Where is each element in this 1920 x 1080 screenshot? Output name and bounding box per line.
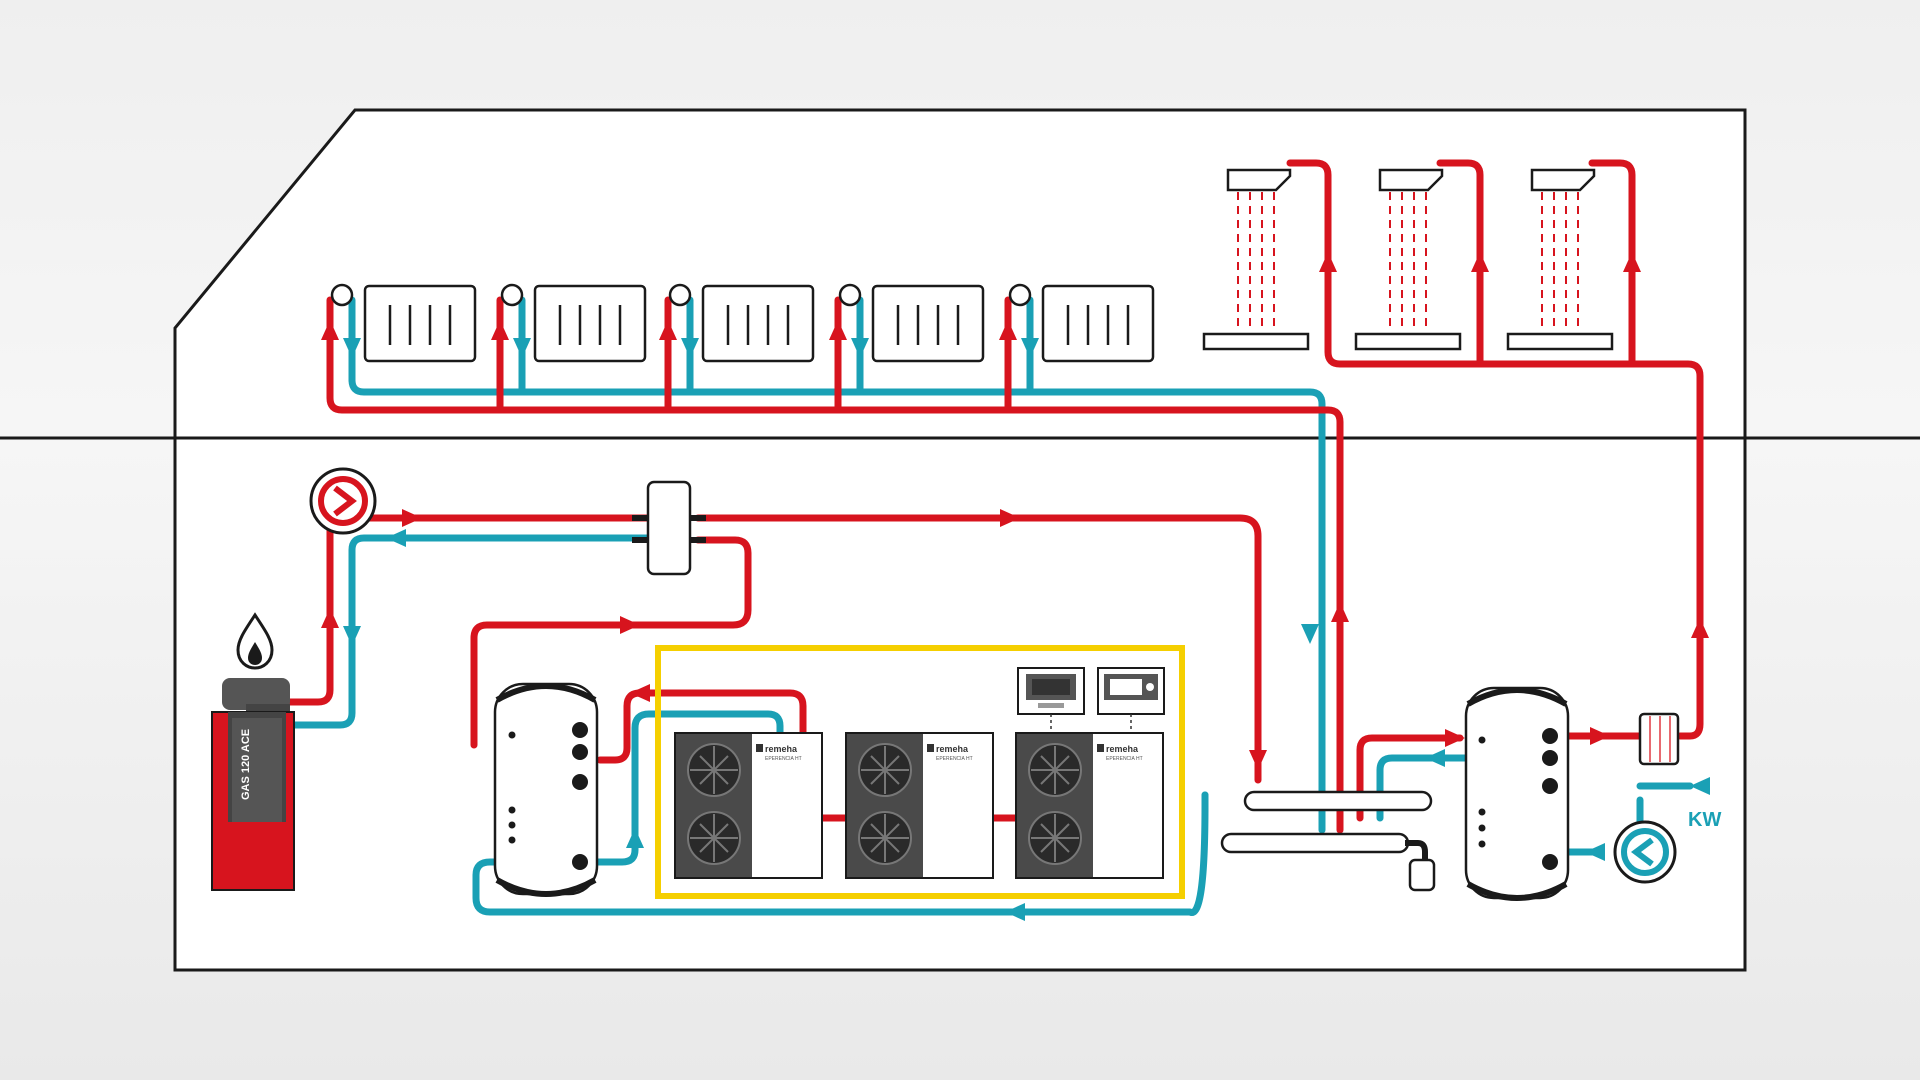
showers: [1202, 168, 1614, 351]
circulation-pump: [309, 467, 377, 535]
cold-water-label: KW: [1688, 809, 1721, 831]
heat-pump-units: remeha EPERENCIA HT remeha EPERENCIA HT …: [674, 732, 1164, 879]
plate-heat-exchanger: [1638, 712, 1680, 766]
dhw-tank: [1464, 686, 1570, 901]
hydraulic-separator: [632, 480, 706, 576]
flame-icon: [236, 612, 274, 670]
shower: [1354, 168, 1462, 351]
radiator: [668, 283, 815, 363]
heat-pump-brand: remeha: [1106, 744, 1139, 754]
radiators: [330, 283, 1155, 363]
shower: [1202, 168, 1310, 351]
heat-pump-unit: remeha EPERENCIA HT: [1015, 732, 1164, 879]
controllers: [1017, 667, 1165, 732]
boiler-model-label: GAS 120 ACE: [240, 729, 252, 800]
dhw-circulation-pump: [1613, 820, 1677, 884]
shower: [1506, 168, 1614, 351]
distribution-manifold: [1220, 790, 1436, 892]
heat-pump-model: EPERENCIA HT: [936, 756, 973, 762]
heat-pump-unit: remeha EPERENCIA HT: [674, 732, 823, 879]
heat-pump-brand: remeha: [936, 744, 969, 754]
buffer-tank: [493, 682, 599, 897]
radiator: [330, 283, 477, 363]
radiator: [838, 283, 985, 363]
heat-pump-brand: remeha: [765, 744, 798, 754]
heat-pump-model: EPERENCIA HT: [765, 756, 802, 762]
radiator: [1008, 283, 1155, 363]
heat-pump-unit: remeha EPERENCIA HT: [845, 732, 994, 879]
radiator: [500, 283, 647, 363]
supply-pipes: [286, 159, 1704, 834]
gas-boiler: GAS 120 ACE: [211, 678, 295, 891]
controller-panel: [1017, 667, 1085, 715]
controller-panel: [1097, 667, 1165, 715]
heat-pump-cascade-frame: [655, 645, 1185, 899]
heat-pump-model: EPERENCIA HT: [1106, 756, 1143, 762]
